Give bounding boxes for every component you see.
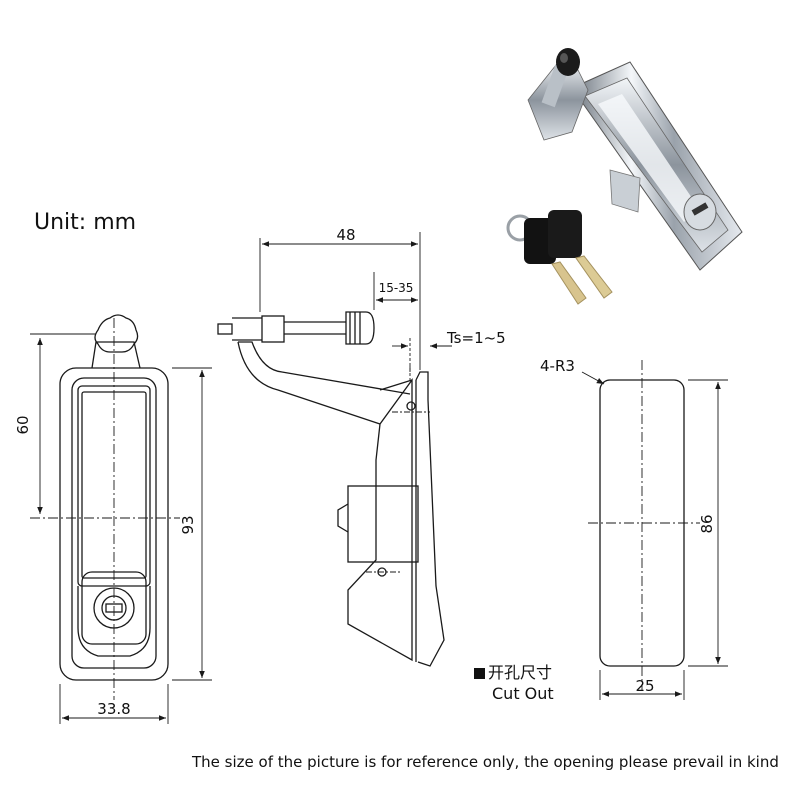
cutout-label-cn: 开孔尺寸 (488, 663, 553, 682)
dim-side-thickness: Ts=1~5 (446, 329, 506, 347)
footnote: The size of the picture is for reference… (192, 753, 779, 771)
cutout-dimensions (581, 360, 728, 700)
dim-cutout-width: 25 (635, 677, 654, 695)
cutout-label: 开孔尺寸 Cut Out (474, 662, 554, 704)
side-knob-icon (345, 311, 375, 345)
dim-side-range: 15-35 (379, 281, 414, 295)
knob-icon (556, 48, 580, 76)
square-bullet-icon (474, 668, 485, 679)
front-knob-icon (94, 314, 139, 353)
dim-cutout-height: 86 (698, 514, 716, 533)
front-dimensions (30, 318, 212, 724)
dim-front-height-total: 93 (179, 515, 197, 534)
dim-front-width: 33.8 (97, 700, 130, 718)
dim-side-depth: 48 (336, 226, 355, 244)
keys-icon (506, 210, 613, 305)
unit-label: Unit: mm (34, 210, 137, 235)
dim-cutout-radius: 4-R3 (540, 357, 575, 375)
side-view (217, 311, 445, 667)
product-photo (506, 48, 743, 305)
dim-front-height-top: 60 (14, 415, 32, 434)
side-dimensions (259, 232, 452, 573)
lock-cylinder-icon (683, 193, 717, 231)
cutout-label-en: Cut Out (492, 684, 554, 703)
